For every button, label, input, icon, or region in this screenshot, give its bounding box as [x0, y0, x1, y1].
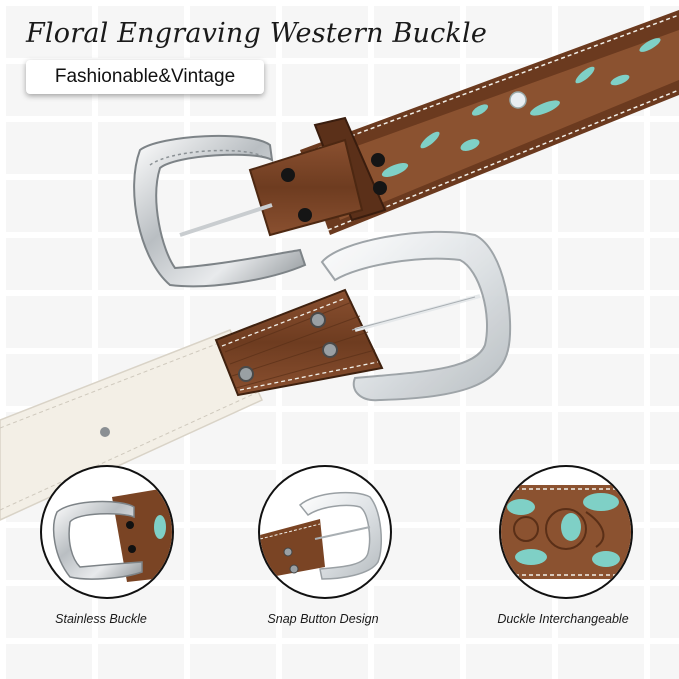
buckle-tab-lower: [214, 288, 384, 397]
feature-circle-snap: [258, 465, 392, 599]
feature-caption-snap: Snap Button Design: [267, 612, 379, 626]
feature-circle-interchangeable: [499, 465, 633, 599]
silver-engraved-buckle-icon: [52, 487, 172, 582]
feature-circle-stainless: [40, 465, 174, 599]
tooled-leather-icon: [501, 485, 631, 579]
clear-buckle-snap-icon: [260, 491, 383, 580]
silver-buckle: [133, 134, 307, 288]
cream-strap: [0, 329, 263, 521]
tagline-badge: Fashionable&Vintage: [26, 60, 264, 94]
tagline-text: Fashionable&Vintage: [54, 66, 236, 87]
feature-caption-stainless: Stainless Buckle: [55, 612, 147, 626]
buckle-tab-upper: [248, 138, 387, 237]
page-title: Floral Engraving Western Buckle: [26, 18, 487, 49]
feature-caption-interchangeable: Duckle Interchangeable: [497, 612, 629, 626]
clear-buckle: [320, 230, 512, 402]
